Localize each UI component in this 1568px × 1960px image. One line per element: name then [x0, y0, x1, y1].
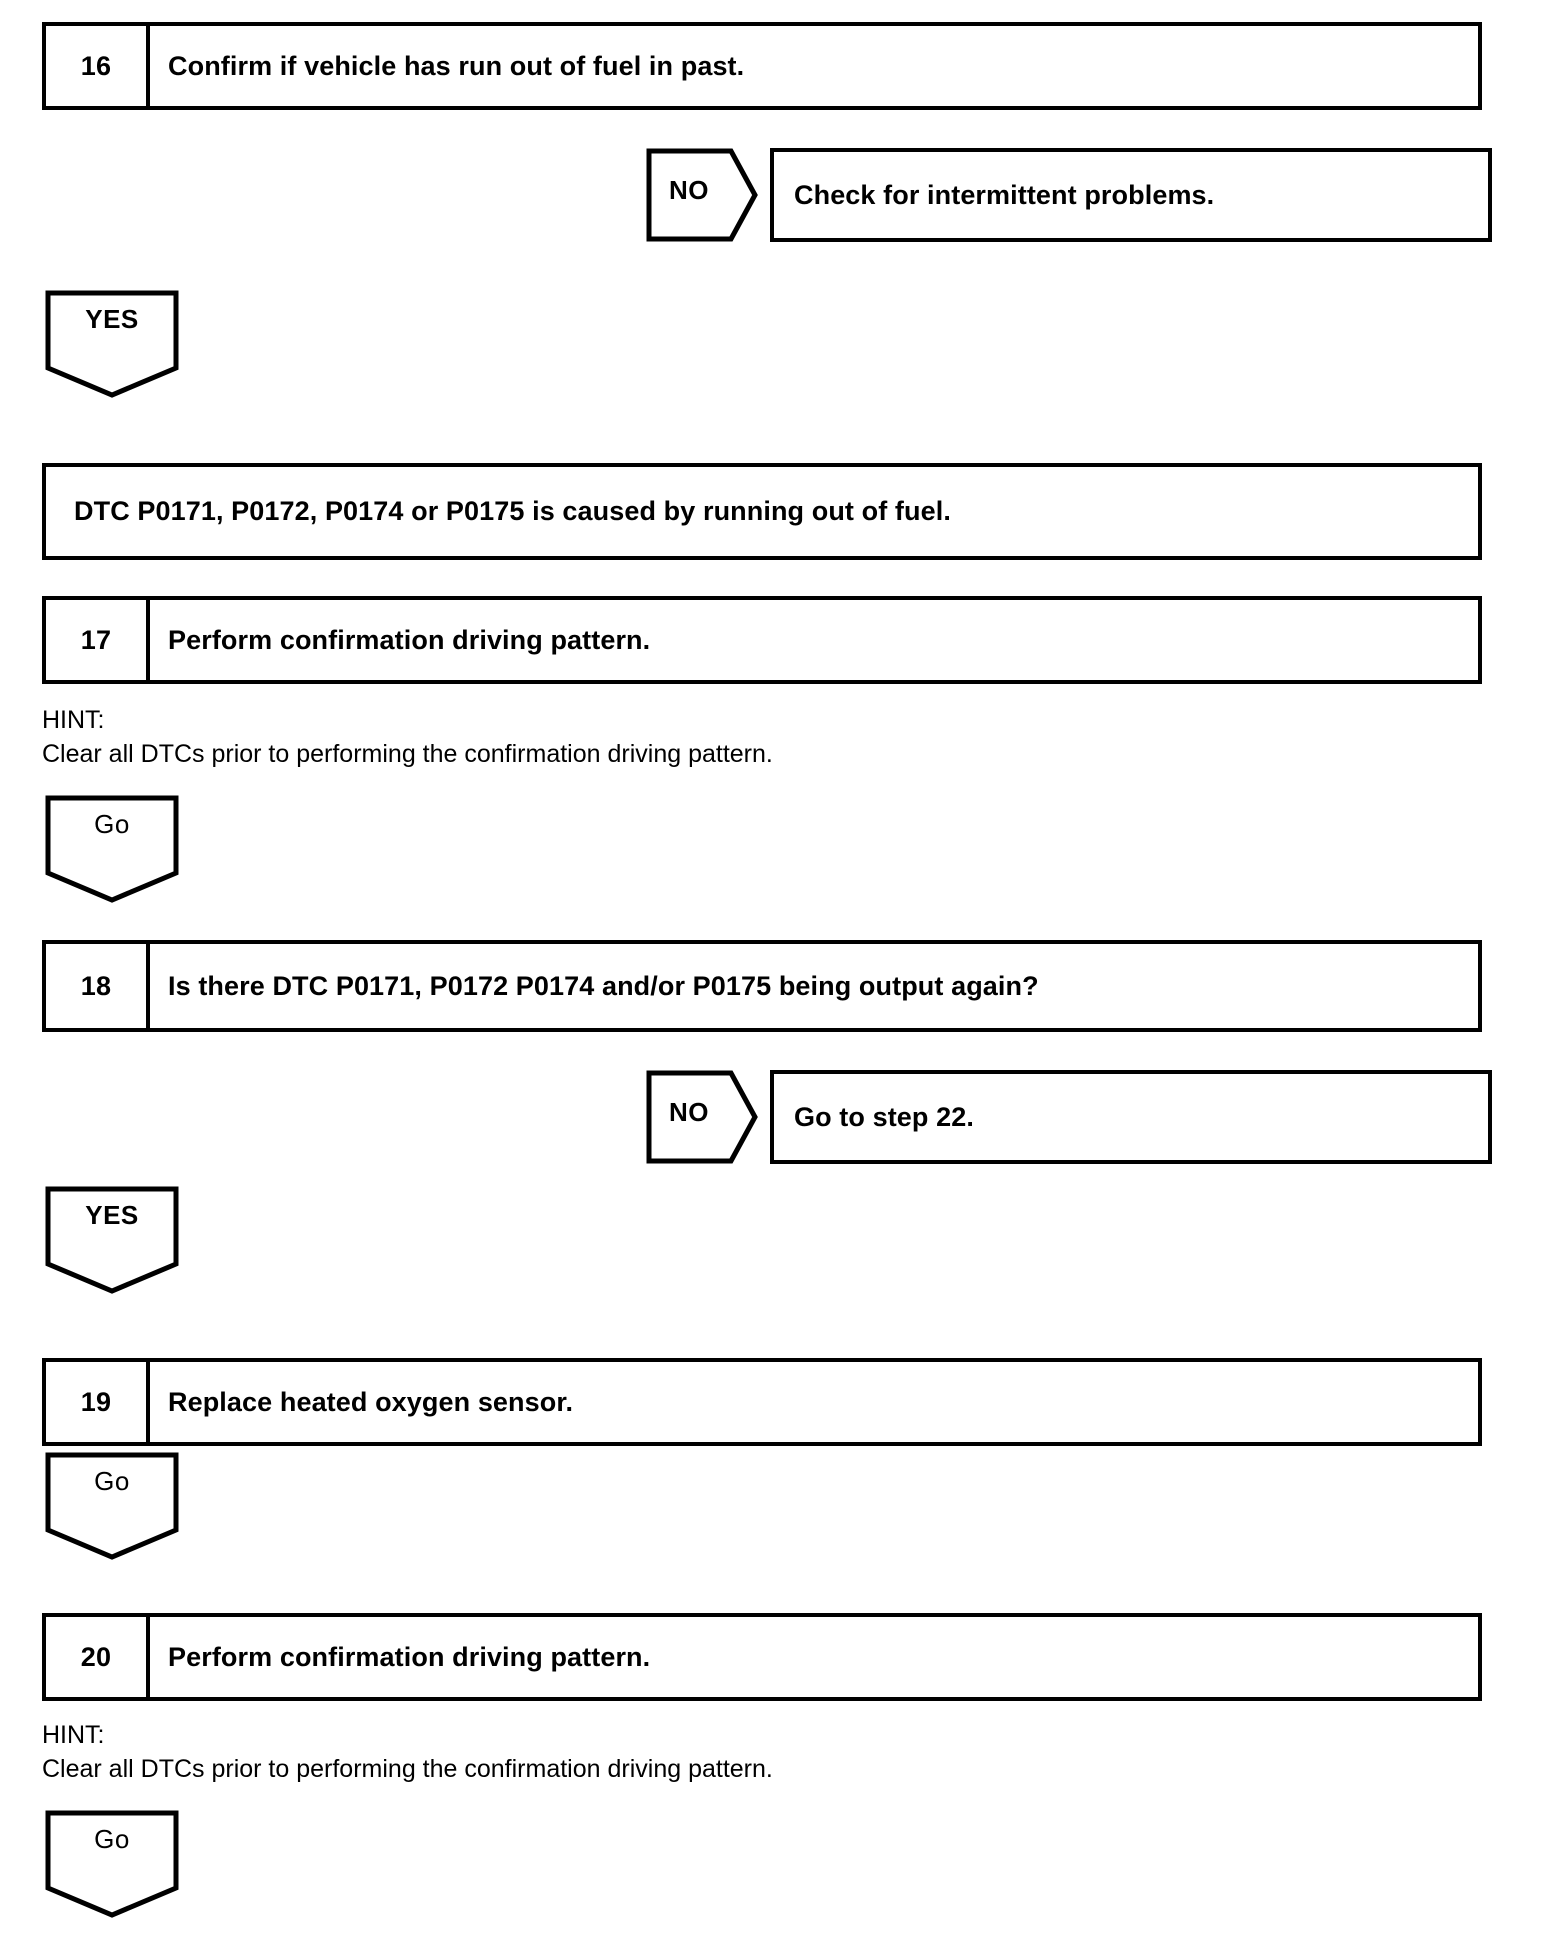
step-instruction: Confirm if vehicle has run out of fuel i… [168, 50, 745, 81]
statement-box-dtc-cause[interactable]: DTC P0171, P0172, P0174 or P0175 is caus… [42, 463, 1482, 560]
step-box-20[interactable]: 20 Perform confirmation driving pattern. [42, 1613, 1482, 1701]
pentagon-down-icon [45, 1810, 179, 1918]
hint-block-1: HINT: Clear all DTCs prior to performing… [42, 703, 773, 771]
branch-result-box-1[interactable]: Check for intermittent problems. [770, 148, 1492, 242]
pentagon-down-icon [45, 1186, 179, 1294]
branch-tag-no-1[interactable]: NO [646, 148, 758, 242]
branch-result-box-2[interactable]: Go to step 22. [770, 1070, 1492, 1164]
branch-tag-label: NO [669, 1097, 709, 1127]
branch-tag-label: YES [85, 304, 139, 334]
branch-tag-label: YES [85, 1200, 139, 1230]
step-number: 20 [46, 1617, 150, 1697]
hint-title: HINT: [42, 706, 105, 734]
branch-tag-yes-2[interactable]: YES [45, 1186, 179, 1294]
statement-text: DTC P0171, P0172, P0174 or P0175 is caus… [74, 496, 951, 526]
pentagon-down-icon [45, 795, 179, 903]
step-instruction: Perform confirmation driving pattern. [168, 1641, 651, 1672]
hint-block-2: HINT: Clear all DTCs prior to performing… [42, 1718, 773, 1786]
flow-tag-label: Go [94, 1824, 130, 1854]
hint-body: Clear all DTCs prior to performing the c… [42, 1755, 773, 1783]
branch-tag-label: NO [669, 175, 709, 205]
step-number: 18 [46, 944, 150, 1028]
step-instruction: Replace heated oxygen sensor. [168, 1386, 574, 1417]
step-box-17[interactable]: 17 Perform confirmation driving pattern. [42, 596, 1482, 684]
branch-result-text: Check for intermittent problems. [794, 179, 1215, 210]
step-box-18[interactable]: 18 Is there DTC P0171, P0172 P0174 and/o… [42, 940, 1482, 1032]
pentagon-right-icon [646, 148, 758, 242]
step-instruction: Is there DTC P0171, P0172 P0174 and/or P… [168, 970, 1039, 1001]
flow-tag-label: Go [94, 1466, 130, 1496]
flow-tag-label: Go [94, 809, 130, 839]
flow-tag-go-1[interactable]: Go [45, 795, 179, 903]
branch-tag-yes-1[interactable]: YES [45, 290, 179, 398]
hint-title: HINT: [42, 1721, 105, 1749]
flow-tag-go-3[interactable]: Go [45, 1810, 179, 1918]
hint-body: Clear all DTCs prior to performing the c… [42, 740, 773, 768]
flow-tag-go-2[interactable]: Go [45, 1452, 179, 1560]
pentagon-down-icon [45, 1452, 179, 1560]
step-number: 16 [46, 26, 150, 106]
step-number: 17 [46, 600, 150, 680]
step-box-16[interactable]: 16 Confirm if vehicle has run out of fue… [42, 22, 1482, 110]
step-number: 19 [46, 1362, 150, 1442]
pentagon-down-icon [45, 290, 179, 398]
branch-result-text: Go to step 22. [794, 1101, 974, 1132]
branch-tag-no-2[interactable]: NO [646, 1070, 758, 1164]
step-box-19[interactable]: 19 Replace heated oxygen sensor. [42, 1358, 1482, 1446]
step-instruction: Perform confirmation driving pattern. [168, 624, 651, 655]
pentagon-right-icon [646, 1070, 758, 1164]
